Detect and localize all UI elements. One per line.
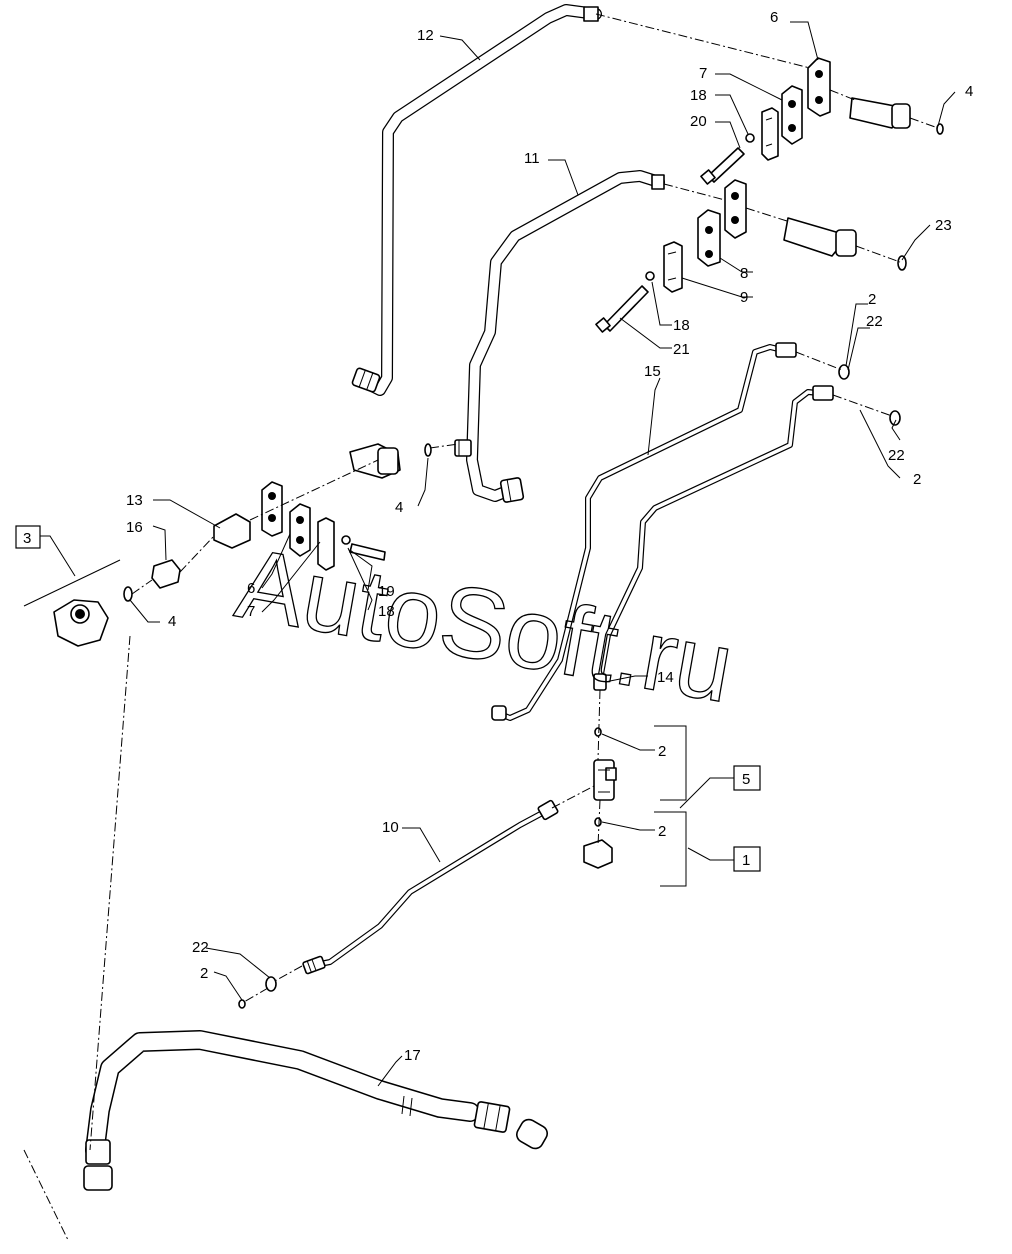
callout-15[interactable]: 15 <box>644 363 661 380</box>
callout-17[interactable]: 17 <box>404 1047 421 1064</box>
callout-4[interactable]: 4 <box>395 499 403 516</box>
group-label-3: 3 <box>23 530 31 547</box>
callout-18[interactable]: 18 <box>378 603 395 620</box>
group-label-1: 1 <box>742 852 750 869</box>
callout-4[interactable]: 4 <box>965 83 973 100</box>
callout-4[interactable]: 4 <box>168 613 176 630</box>
callout-18[interactable]: 18 <box>690 87 707 104</box>
callout-7[interactable]: 7 <box>699 65 707 82</box>
callout-2[interactable]: 2 <box>200 965 208 982</box>
clamp-group-middle <box>595 179 907 333</box>
group-label-5: 5 <box>742 771 750 788</box>
callout-22[interactable]: 22 <box>888 447 905 464</box>
callout-18[interactable]: 18 <box>673 317 690 334</box>
callout-22[interactable]: 22 <box>192 939 209 956</box>
callout-8[interactable]: 8 <box>740 265 748 282</box>
callout-16[interactable]: 16 <box>126 519 143 536</box>
callout-19[interactable]: 19 <box>378 583 395 600</box>
pipe-fittings-right <box>775 342 901 426</box>
pipe-11 <box>454 170 665 503</box>
callout-2[interactable]: 2 <box>658 743 666 760</box>
callout-2[interactable]: 2 <box>658 823 666 840</box>
group-box-1[interactable]: 1 <box>733 846 761 872</box>
callout-6[interactable]: 6 <box>770 9 778 26</box>
callout-10[interactable]: 10 <box>382 819 399 836</box>
pipe-12 <box>351 4 602 396</box>
hose-17 <box>83 1030 548 1191</box>
group-box-3[interactable]: 3 <box>15 525 41 549</box>
watermark: AutoSoft.ru <box>229 527 741 724</box>
small-washers-2 <box>238 727 602 1009</box>
assembly-lines <box>23 13 939 1241</box>
elbow-fitting-1 <box>583 839 613 869</box>
callout-9[interactable]: 9 <box>740 289 748 306</box>
callout-12[interactable]: 12 <box>417 27 434 44</box>
callout-6[interactable]: 6 <box>247 580 255 597</box>
callout-7[interactable]: 7 <box>247 603 255 620</box>
callout-2[interactable]: 2 <box>868 291 876 308</box>
callout-21[interactable]: 21 <box>673 341 690 358</box>
tee-fitting-5 <box>593 759 617 801</box>
elbow-fitting-3 <box>53 599 109 647</box>
callout-20[interactable]: 20 <box>690 113 707 130</box>
leader-lines <box>23 21 956 1087</box>
callout-labels: 12 6 7 18 20 4 11 23 8 9 18 21 2 22 15 2… <box>126 9 973 1064</box>
pipe-15 <box>491 344 793 721</box>
pipe-10 <box>302 799 559 975</box>
callout-23[interactable]: 23 <box>935 217 952 234</box>
callout-11[interactable]: 11 <box>524 150 540 167</box>
callout-13[interactable]: 13 <box>126 492 143 509</box>
clamp-group-left <box>123 443 432 602</box>
group-box-5[interactable]: 5 <box>733 765 761 791</box>
callout-22[interactable]: 22 <box>866 313 883 330</box>
callout-2[interactable]: 2 <box>913 471 921 488</box>
callout-14[interactable]: 14 <box>657 669 674 686</box>
clamp-group-upper <box>700 57 944 185</box>
